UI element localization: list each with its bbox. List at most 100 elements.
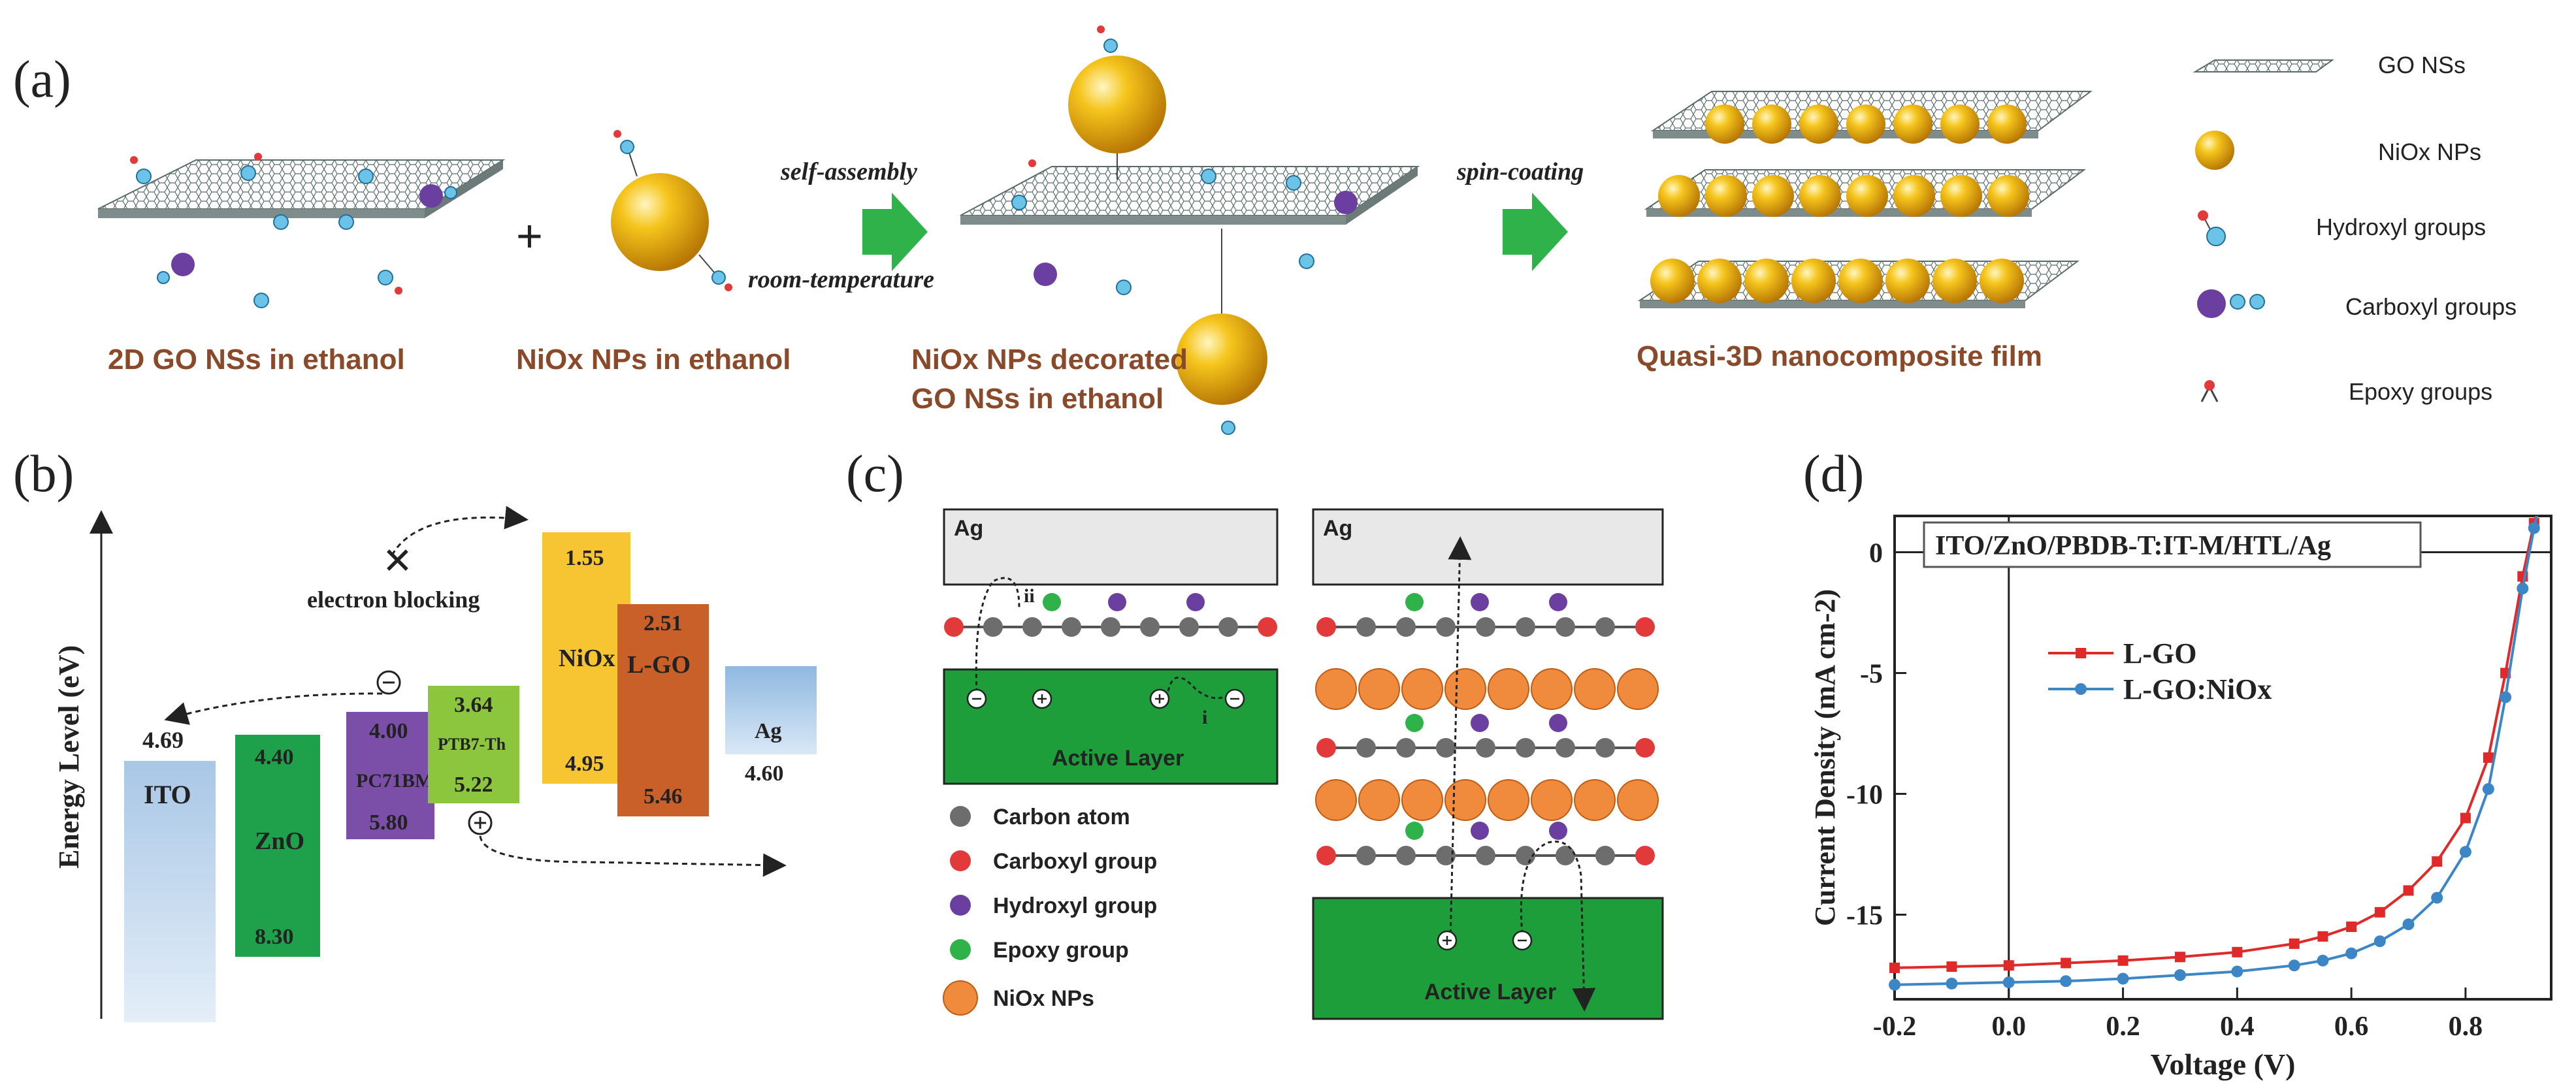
niox-np: [1444, 668, 1486, 710]
ptb7-top: 3.64: [454, 693, 493, 717]
carbon-atom-icon: [950, 806, 971, 827]
data-point: [2402, 918, 2415, 931]
panel-a: (a) 2D GO NSs in ethanol +: [13, 25, 2517, 435]
legend-marker: [2075, 683, 2087, 695]
data-point: [2483, 752, 2494, 763]
film-sphere: [1650, 259, 1695, 303]
pc71bm-top: 4.00: [369, 719, 408, 743]
legend-label: L-GO:NiOx: [2123, 673, 2272, 705]
legend-carbon: Carbon atom: [993, 805, 1130, 829]
niox-np: [1617, 668, 1659, 710]
data-point: [2345, 947, 2358, 959]
film-sphere: [1752, 175, 1794, 217]
series-line: [1895, 516, 2538, 969]
data-point: [2060, 975, 2072, 988]
quasi-3d-film: [1637, 91, 2093, 308]
x-axis-label: Voltage (V): [2151, 1048, 2296, 1081]
film-sphere: [1932, 259, 1977, 303]
data-point: [2459, 846, 2471, 858]
carbon-atom: [1396, 617, 1416, 637]
data-point: [2431, 891, 2443, 904]
hydroxyl-atom: [1549, 593, 1567, 611]
ag-label-right: Ag: [1323, 516, 1352, 541]
pc71bm-name: PC71BM: [356, 770, 433, 792]
panel-a-legend: GO NSs NiOx NPs Hydroxyl groups Carboxyl…: [2193, 52, 2517, 405]
carbon-atom: [1218, 617, 1238, 637]
carbon-atom: [1595, 617, 1615, 637]
carboxyl-atom: [1316, 738, 1336, 758]
niox-np: [1531, 779, 1573, 821]
carbon-atom: [1516, 617, 1535, 637]
lgo-bottom: 5.46: [644, 784, 683, 809]
carbon-atom: [1516, 738, 1535, 758]
film-sphere: [1893, 104, 1932, 144]
electron-blocking-label: electron blocking: [307, 586, 480, 613]
carbon-atom: [1595, 738, 1615, 758]
ag-value: 4.60: [745, 762, 784, 786]
film-sphere: [1705, 104, 1744, 144]
x-tick-label: 0.6: [2334, 1012, 2369, 1042]
carboxyl-atom: [1635, 738, 1655, 758]
carboxyl-atom: [1316, 617, 1336, 637]
carbon-atom: [1436, 617, 1456, 637]
legend-marker: [2076, 648, 2086, 658]
niox-np: [1358, 779, 1400, 821]
x-tick-label: -0.2: [1873, 1012, 1917, 1042]
carbon-atom: [1140, 617, 1160, 637]
niox-bottom: 4.95: [565, 752, 604, 776]
niox-np: [1401, 668, 1443, 710]
hole-path-arrow: [479, 835, 787, 877]
y-axis-label: Current Density (mA cm-2): [1809, 589, 1841, 926]
carbon-atom: [1022, 617, 1042, 637]
niox-np: [611, 130, 732, 291]
film-sphere: [1799, 175, 1841, 217]
carbon-atom: [1396, 738, 1416, 758]
ag-electrode-left: [943, 508, 1279, 586]
data-point: [2403, 885, 2414, 896]
go-sheet-1: [97, 153, 506, 308]
film-sphere: [1893, 175, 1935, 217]
data-point: [2460, 812, 2471, 824]
data-point: [2061, 957, 2072, 969]
ptb7-block: [428, 686, 519, 803]
niox-np: [1401, 779, 1443, 821]
zno-block: [235, 735, 320, 957]
film-sphere: [1658, 175, 1700, 217]
y-tick-label: -10: [1846, 780, 1883, 811]
hydroxyl-atom: [1108, 593, 1126, 611]
data-point: [1889, 978, 1900, 991]
carbon-atom: [1356, 846, 1376, 865]
data-point: [2174, 969, 2186, 981]
ag-label-left: Ag: [954, 516, 983, 541]
lgo-top: 2.51: [644, 611, 683, 635]
data-point: [2003, 960, 2014, 971]
mark-i: i: [1202, 707, 1207, 728]
data-point: [2373, 935, 2386, 948]
plus-sign: +: [516, 210, 543, 261]
niox-np: [1358, 668, 1400, 710]
legend-niox-nps: NiOx NPs: [2378, 138, 2481, 165]
panel-c-label: (c): [846, 445, 904, 503]
data-point: [1946, 961, 1957, 972]
data-point: [2528, 522, 2540, 534]
energy-axis-label: Energy Level (eV): [53, 645, 85, 869]
caption-decorated-line1: NiOx NPs decorated: [911, 344, 1188, 376]
carbon-atom: [1062, 617, 1081, 637]
charge-path-ii: [975, 577, 1020, 693]
carbon-atom: [1356, 617, 1376, 637]
data-point: [2289, 938, 2300, 949]
niox-name: NiOx: [559, 645, 615, 672]
carbon-atom: [1476, 738, 1495, 758]
hydroxyl-atom: [1471, 822, 1489, 840]
ito-block: [124, 761, 216, 1022]
data-point: [2346, 922, 2357, 932]
epoxy-atom: [1405, 593, 1424, 611]
niox-np-icon: [2195, 131, 2234, 170]
niox-decorated-go: [960, 25, 1420, 435]
arrow-self-assembly: [862, 193, 928, 271]
mark-ii: ii: [1024, 585, 1035, 607]
carboxyl-group-icon: [2197, 289, 2265, 318]
hydroxyl-atom: [1471, 714, 1489, 732]
data-point: [2317, 931, 2328, 942]
